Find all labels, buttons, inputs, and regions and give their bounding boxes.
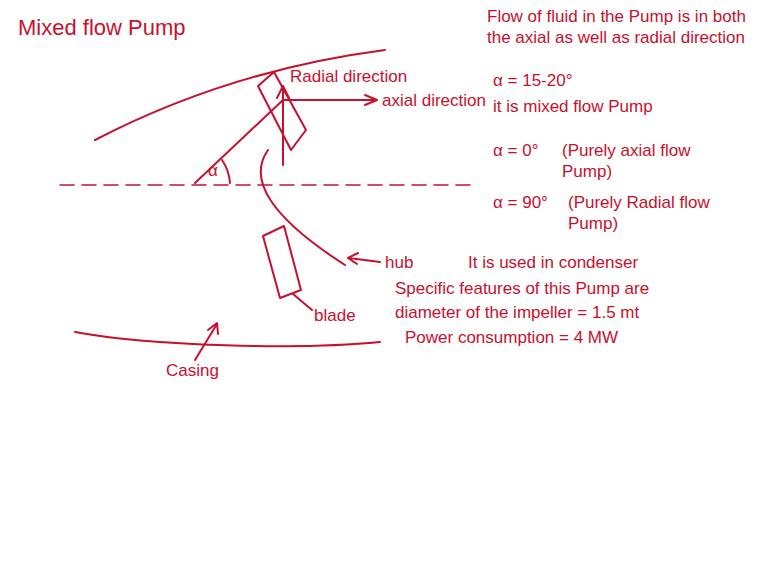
note: α = 0° (493, 140, 538, 161)
note: α = 90° (493, 192, 548, 213)
note: it is mixed flow Pump (493, 96, 653, 117)
direction-label: axial direction (382, 90, 486, 111)
angle-arc (222, 160, 230, 183)
note: Flow of fluid in the Pump is in both the… (487, 6, 759, 49)
lower-blade (263, 226, 301, 298)
blade-leader (293, 294, 312, 310)
title: Mixed flow Pump (18, 14, 186, 42)
axial-arrow (283, 95, 377, 105)
part-label: blade (314, 305, 356, 326)
casing-top (95, 50, 385, 140)
direction-label: Radial direction (290, 66, 407, 87)
note: (Purely axial flow Pump) (562, 140, 722, 183)
note: α = 15-20° (493, 70, 572, 91)
note: It is used in condenser (468, 252, 638, 273)
angle-line (195, 100, 283, 183)
part-label: Casing (166, 360, 219, 381)
note: diameter of the impeller = 1.5 mt (395, 302, 639, 323)
casing-leader (195, 323, 218, 360)
part-label: hub (385, 252, 413, 273)
casing-bottom (75, 332, 380, 346)
note: Specific features of this Pump are (395, 278, 649, 299)
note: (Purely Radial flow Pump) (568, 192, 728, 235)
center-line (60, 184, 470, 186)
hub-leader (348, 253, 380, 264)
angle-symbol: α (208, 160, 218, 181)
note: Power consumption = 4 MW (405, 327, 618, 348)
hub-curve (261, 150, 345, 265)
